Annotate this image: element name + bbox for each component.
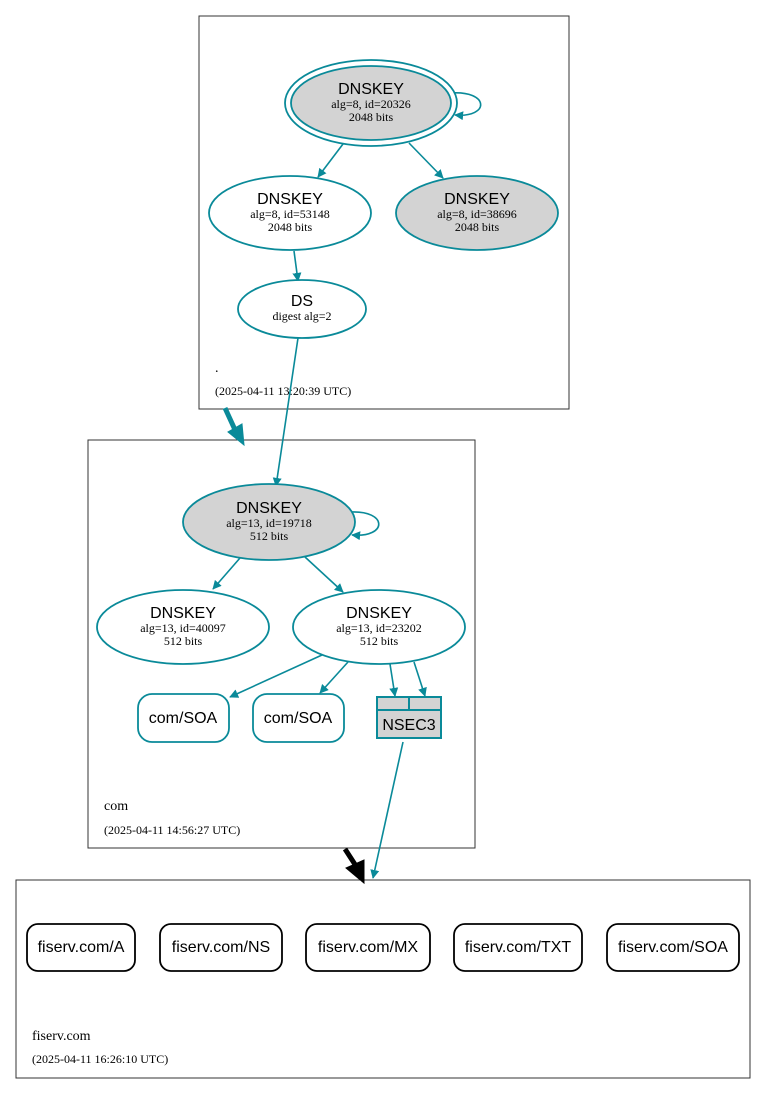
delegation-arrow-com-fiserv xyxy=(342,847,365,885)
com-zsk1-params: alg=13, id=40097 xyxy=(140,621,226,635)
com-zsk1-node[interactable]: DNSKEY alg=13, id=40097 512 bits xyxy=(96,589,270,665)
zone-fiserv-box xyxy=(15,879,751,1079)
edge-root-zsk1-ds xyxy=(292,250,302,282)
edge-root-ksk-zsk2 xyxy=(408,142,444,179)
com-zsk2-bits: 512 bits xyxy=(360,634,399,648)
com-soa2-label: com/SOA xyxy=(264,710,333,727)
root-ksk-title: DNSKEY xyxy=(338,81,404,98)
com-soa2-node[interactable]: com/SOA xyxy=(252,693,345,743)
root-ksk-node[interactable]: DNSKEY alg=8, id=20326 2048 bits xyxy=(284,59,458,147)
com-nsec3-label: NSEC3 xyxy=(382,717,435,734)
edge-ds-com-ksk xyxy=(272,337,299,487)
edge-com-ksk-selfloop xyxy=(349,511,380,541)
edge-com-zsk2-soa1 xyxy=(229,654,323,698)
com-ksk-bits: 512 bits xyxy=(250,529,289,543)
edge-com-ksk-zsk1 xyxy=(212,557,241,590)
edge-nsec3-fiserv xyxy=(370,741,404,879)
com-zsk1-bits: 512 bits xyxy=(164,634,203,648)
zone-com-name: com xyxy=(104,799,128,814)
edge-com-zsk2-nsec3-a xyxy=(389,663,399,697)
root-zsk2-bits: 2048 bits xyxy=(455,220,500,234)
fiserv-record-ns[interactable]: fiserv.com/NS xyxy=(159,923,283,972)
root-zsk1-node[interactable]: DNSKEY alg=8, id=53148 2048 bits xyxy=(208,175,372,251)
edge-root-ksk-zsk1 xyxy=(317,143,344,178)
fiserv-record-a[interactable]: fiserv.com/A xyxy=(26,923,136,972)
root-ds-params: digest alg=2 xyxy=(272,309,331,323)
edge-com-zsk2-soa2 xyxy=(319,661,349,694)
root-zsk1-params: alg=8, id=53148 xyxy=(250,207,330,221)
root-zsk2-title: DNSKEY xyxy=(444,191,510,208)
root-zsk1-title: DNSKEY xyxy=(257,191,323,208)
com-zsk2-title: DNSKEY xyxy=(346,605,412,622)
delegation-arrow-root-com xyxy=(222,406,245,447)
com-nsec3-node[interactable]: NSEC3 xyxy=(376,696,442,739)
fiserv-record-txt-label: fiserv.com/TXT xyxy=(465,939,572,956)
fiserv-record-soa-label: fiserv.com/SOA xyxy=(618,939,728,956)
edge-com-ksk-zsk2 xyxy=(304,556,344,593)
com-zsk2-params: alg=13, id=23202 xyxy=(336,621,422,635)
fiserv-record-mx-label: fiserv.com/MX xyxy=(318,939,418,956)
com-soa1-label: com/SOA xyxy=(149,710,218,727)
com-ksk-node[interactable]: DNSKEY alg=13, id=19718 512 bits xyxy=(182,483,356,561)
root-zsk2-params: alg=8, id=38696 xyxy=(437,207,517,221)
fiserv-record-ns-label: fiserv.com/NS xyxy=(172,939,270,956)
zone-fiserv-name: fiserv.com xyxy=(32,1029,91,1044)
edge-com-zsk2-nsec3-b xyxy=(413,661,427,697)
root-ds-title: DS xyxy=(291,293,313,310)
com-ksk-params: alg=13, id=19718 xyxy=(226,516,312,530)
root-zsk1-bits: 2048 bits xyxy=(268,220,313,234)
com-zsk2-node[interactable]: DNSKEY alg=13, id=23202 512 bits xyxy=(292,589,466,665)
root-ksk-bits: 2048 bits xyxy=(349,110,394,124)
root-zsk2-node[interactable]: DNSKEY alg=8, id=38696 2048 bits xyxy=(395,175,559,251)
fiserv-record-mx[interactable]: fiserv.com/MX xyxy=(305,923,431,972)
zone-root-timestamp: (2025-04-11 13:20:39 UTC) xyxy=(215,384,351,398)
root-ds-node[interactable]: DS digest alg=2 xyxy=(237,279,367,339)
fiserv-record-txt[interactable]: fiserv.com/TXT xyxy=(453,923,583,972)
com-soa1-node[interactable]: com/SOA xyxy=(137,693,230,743)
fiserv-record-soa[interactable]: fiserv.com/SOA xyxy=(606,923,740,972)
zone-com-timestamp: (2025-04-11 14:56:27 UTC) xyxy=(104,823,240,837)
edge-root-ksk-selfloop xyxy=(449,92,482,121)
com-ksk-title: DNSKEY xyxy=(236,500,302,517)
fiserv-record-a-label: fiserv.com/A xyxy=(38,939,125,956)
zone-fiserv: fiserv.com (2025-04-11 16:26:10 UTC) xyxy=(15,879,751,1079)
zone-fiserv-timestamp: (2025-04-11 16:26:10 UTC) xyxy=(32,1052,168,1066)
root-ksk-params: alg=8, id=20326 xyxy=(331,97,411,111)
zone-root-name: . xyxy=(215,361,219,376)
com-zsk1-title: DNSKEY xyxy=(150,605,216,622)
